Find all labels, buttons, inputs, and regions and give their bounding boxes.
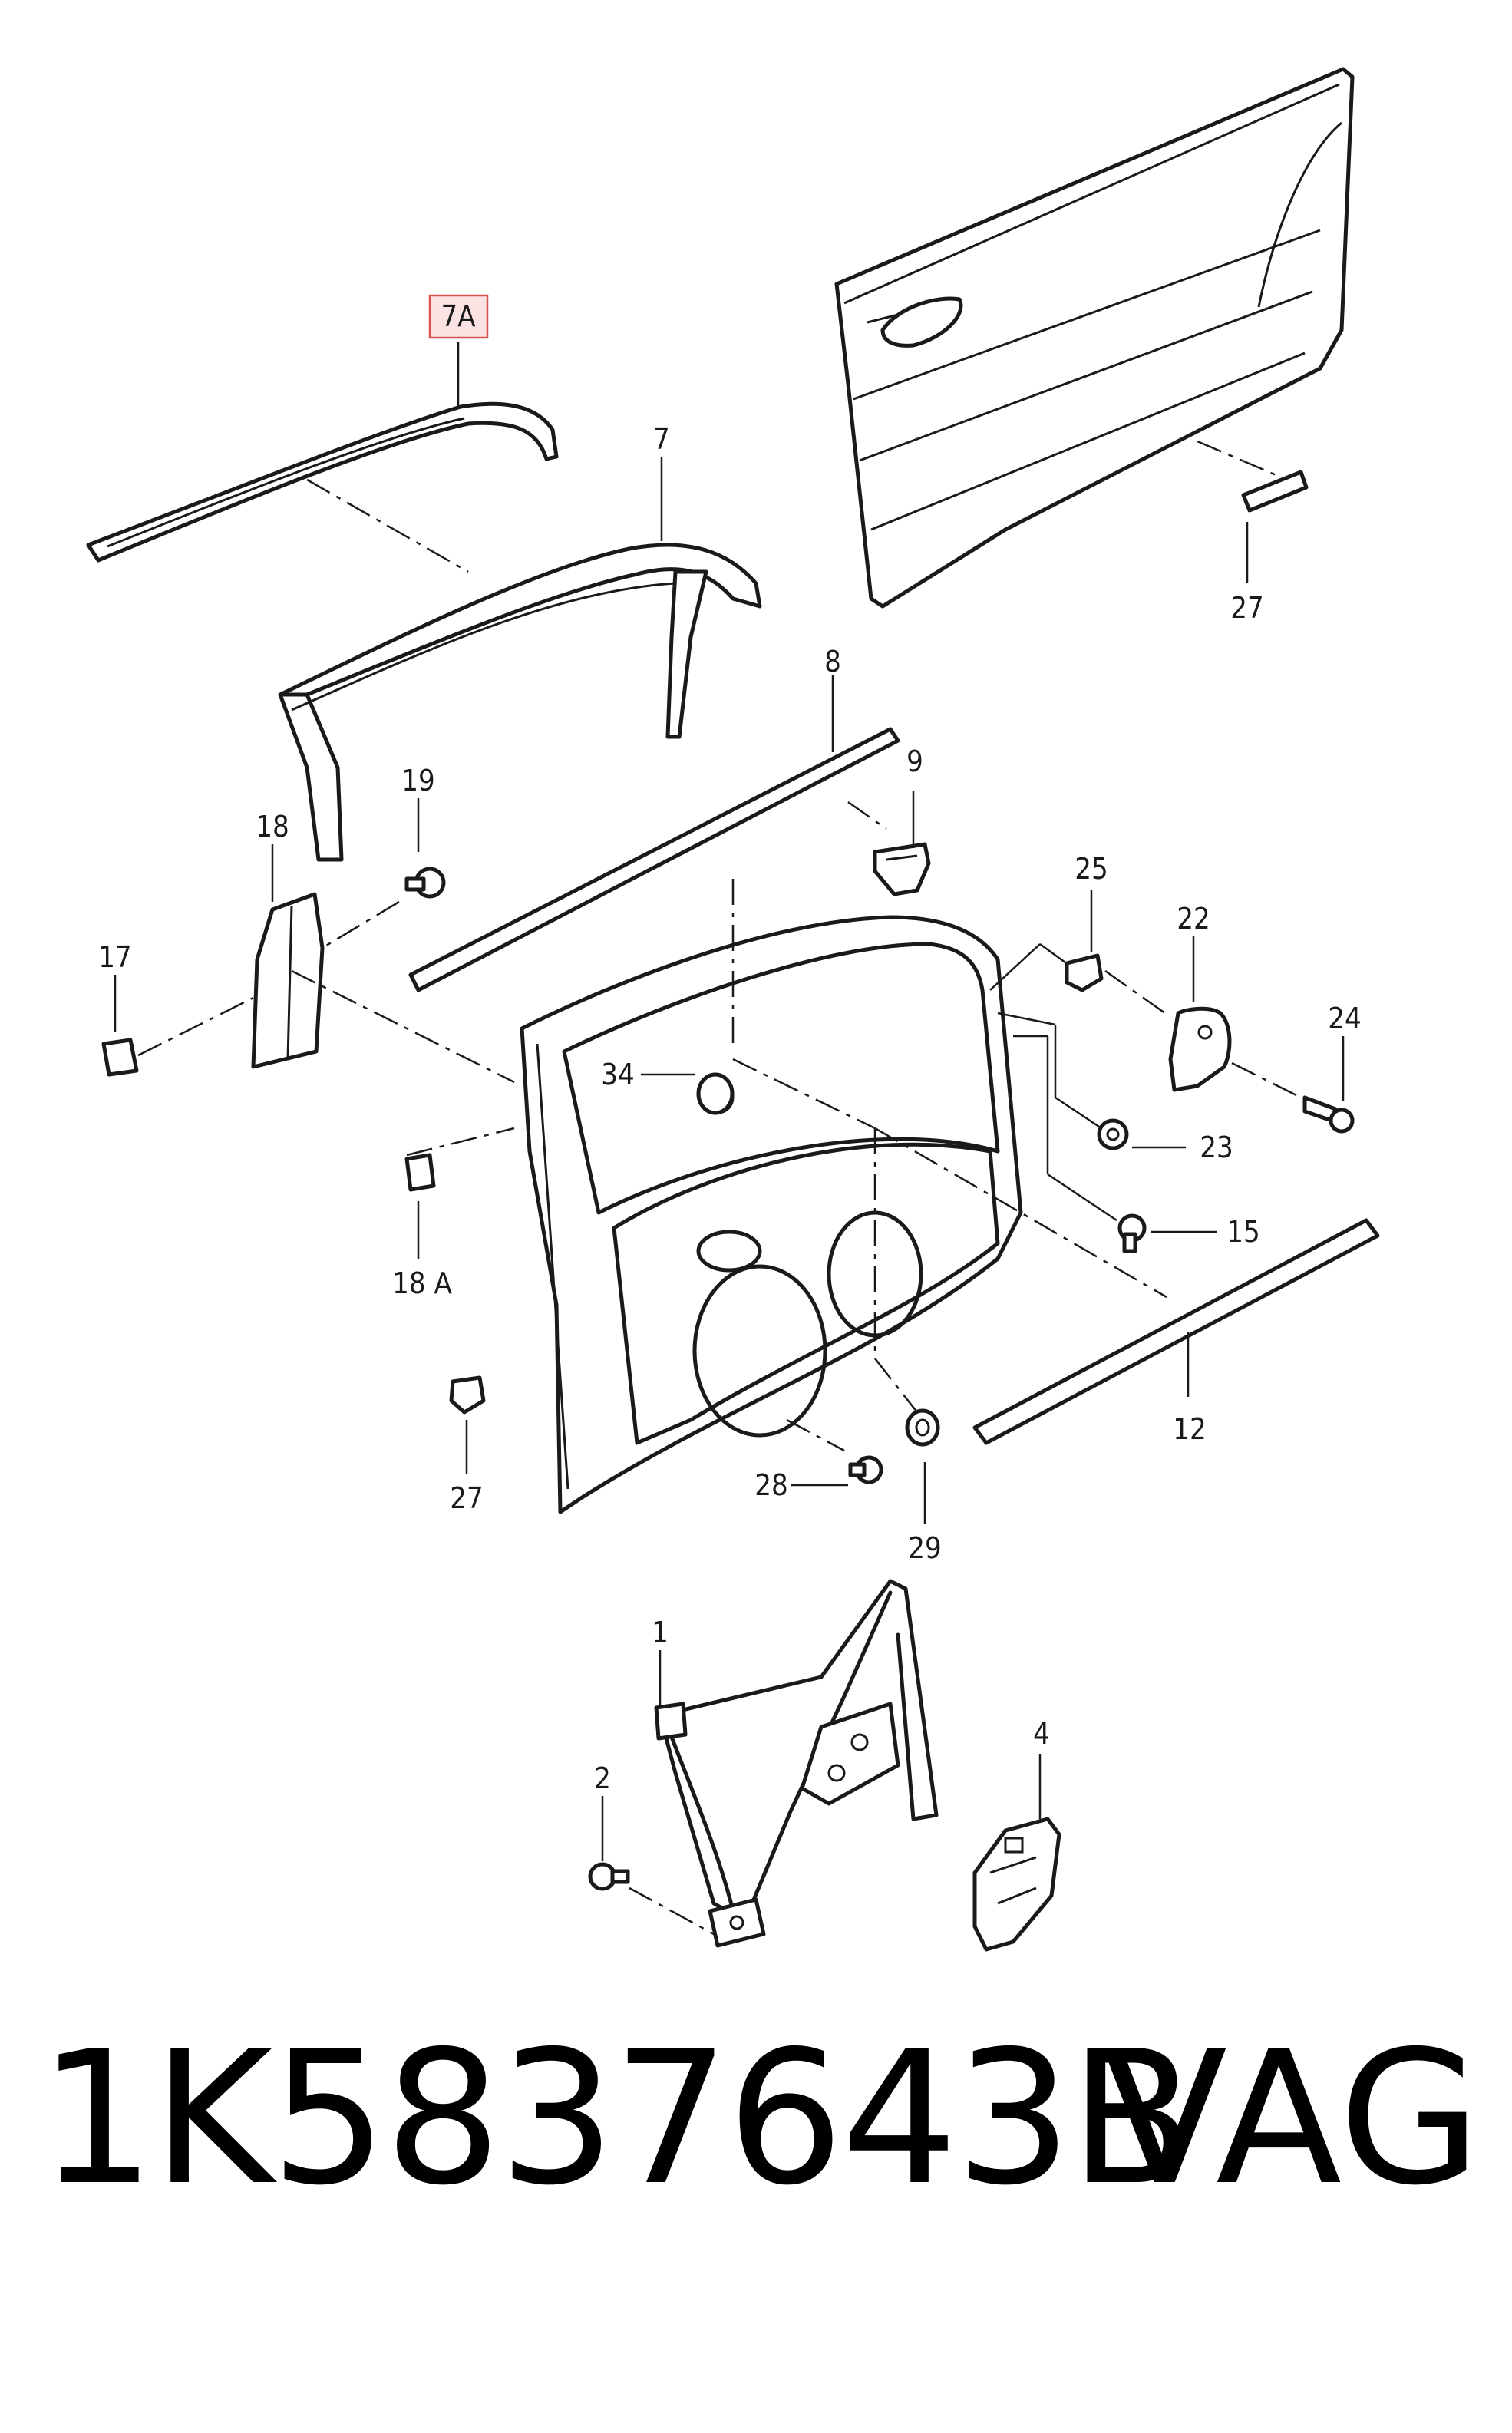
callout-22: 22 [1177,902,1210,936]
cover-18 [251,892,325,1069]
grommet-34 [696,1072,735,1115]
highlight-box-7A [428,294,489,339]
callout-27-lower: 27 [450,1481,484,1515]
clip-27-lower [449,1375,486,1415]
callout-25: 25 [1075,852,1108,886]
callout-23: 23 [1200,1131,1233,1164]
window-motor-4 [972,1817,1061,1952]
callout-24: 24 [1328,1002,1362,1035]
callout-2: 2 [594,1761,611,1795]
callout-1: 1 [652,1616,669,1649]
clip-25 [1065,953,1104,992]
window-seal-strip-8 [408,727,900,992]
callout-7A: 7A [441,299,476,333]
bracket-22 [1168,1006,1232,1092]
screw-15 [1117,1213,1147,1253]
callout-34: 34 [601,1058,635,1091]
callout-28: 28 [754,1468,788,1502]
footer: 1K5837643B VAG [38,2026,1481,2356]
callout-27-top: 27 [1230,591,1264,625]
callout-4: 4 [1033,1717,1050,1751]
door-outer-panel [834,67,1355,609]
callout-9: 9 [906,744,923,778]
sill-strip-12 [972,1218,1380,1445]
part-number: 1K5837643B [38,2011,1196,2226]
window-regulator-1 [654,1579,939,1948]
door-inner-frame [520,915,1023,1514]
callout-18: 18 [256,810,289,843]
callout-19: 19 [401,764,435,797]
window-frame-molding-7 [278,543,762,862]
screw-28 [848,1455,883,1484]
nut-23 [1097,1118,1129,1150]
clip-9 [873,842,931,896]
grommet-29 [905,1408,940,1447]
callout-29: 29 [908,1531,942,1565]
callout-8: 8 [824,645,841,678]
bolt-24 [1302,1095,1355,1134]
exploded-parts-diagram: 7A 7 27 8 9 19 18 17 25 22 24 34 23 15 1… [86,67,1380,1952]
callout-18A: 18 A [392,1266,452,1300]
screw-19 [404,867,446,899]
callout-7: 7 [653,422,670,456]
callout-12: 12 [1173,1412,1207,1446]
clip-18A [404,1153,436,1192]
callout-15: 15 [1226,1215,1260,1249]
trim-strip-27 [1241,470,1309,513]
brand-name: VAG [1101,2011,1481,2226]
molding-7A [86,401,559,563]
callout-17: 17 [98,940,132,974]
screw-2 [588,1862,630,1891]
clip-17 [101,1038,139,1077]
